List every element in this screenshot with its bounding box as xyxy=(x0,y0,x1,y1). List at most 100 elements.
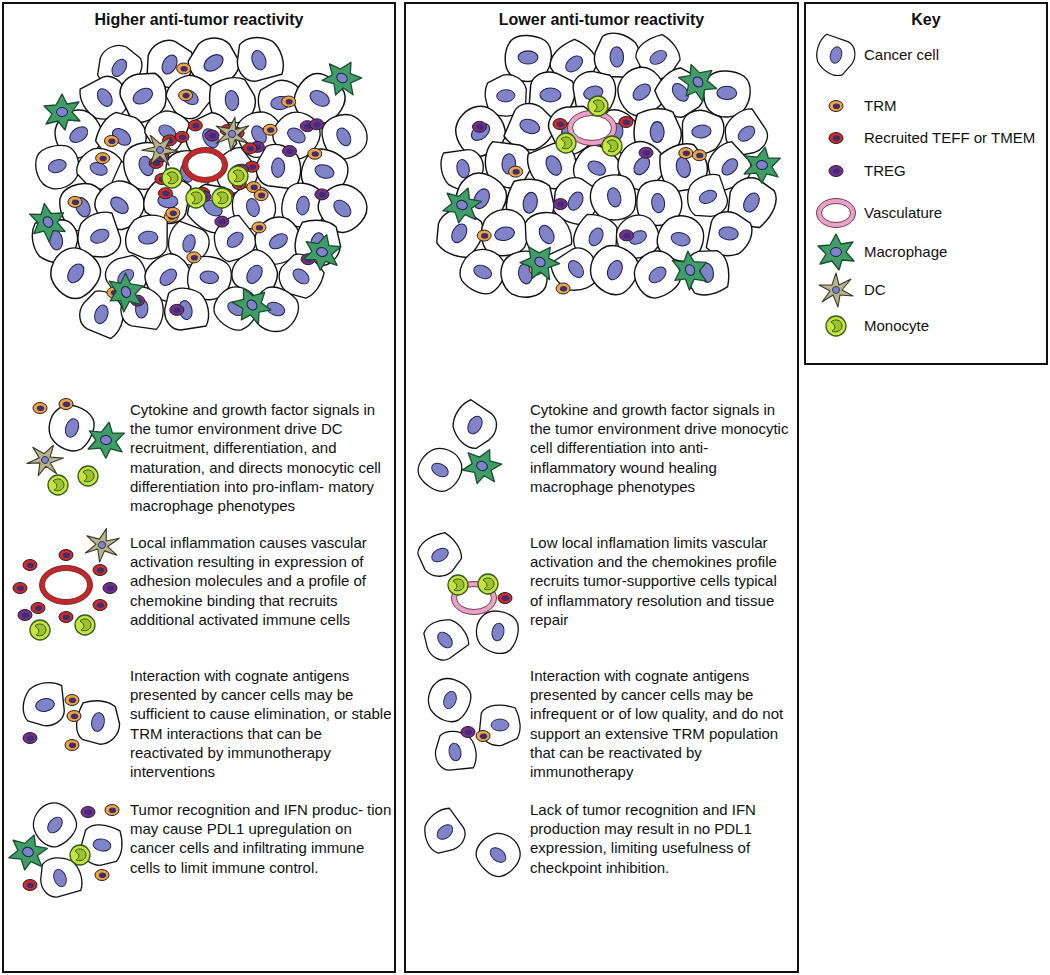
cell-nucleus xyxy=(518,51,538,64)
macrophage-body xyxy=(44,94,80,130)
monocyte-nucleus xyxy=(233,170,244,182)
cell-nucleus xyxy=(471,186,493,211)
t-cell-body xyxy=(215,216,229,227)
cell-nucleus xyxy=(494,225,516,242)
treg-cell xyxy=(215,216,229,227)
macrophage-nucleus xyxy=(756,160,768,171)
effector-t-cell xyxy=(175,131,189,142)
t-cell-nucleus xyxy=(502,596,509,602)
t-cell-nucleus xyxy=(97,603,104,609)
cell-nucleus xyxy=(487,845,508,866)
cancer-cell xyxy=(208,279,265,336)
treg-cell xyxy=(315,189,329,200)
t-cell-body xyxy=(205,130,219,141)
cell-nucleus xyxy=(290,266,312,287)
t-cell-nucleus xyxy=(513,169,520,175)
macrophage-nucleus xyxy=(684,263,697,277)
macrophage xyxy=(85,419,127,461)
trm-cell xyxy=(509,166,523,177)
cell-nucleus xyxy=(468,120,493,144)
cell-nucleus xyxy=(429,460,450,479)
t-cell-nucleus xyxy=(97,568,104,574)
t-cell-nucleus xyxy=(191,255,198,261)
trm-cell xyxy=(254,190,268,201)
cell-nucleus xyxy=(429,545,450,564)
t-cell-nucleus xyxy=(286,149,293,155)
cell-nucleus xyxy=(94,86,115,109)
effector-t-cell xyxy=(829,133,843,144)
cell-nucleus xyxy=(441,690,458,711)
t-cell-body xyxy=(23,733,37,744)
monocyte xyxy=(212,188,232,208)
cell-nucleus xyxy=(496,89,515,102)
trm-cell xyxy=(556,283,570,294)
monocyte-body xyxy=(186,188,206,208)
cell-nucleus xyxy=(465,414,485,437)
cell-nucleus xyxy=(540,88,561,102)
cell-nucleus xyxy=(90,712,106,733)
legend-label: Cancer cell xyxy=(864,46,939,64)
macrophage-nucleus xyxy=(316,246,329,258)
t-cell-nucleus xyxy=(181,66,188,72)
monocyte-body xyxy=(162,168,182,188)
macrophage-nucleus xyxy=(245,298,259,312)
t-cell-nucleus xyxy=(107,586,114,592)
description-text: Interaction with cognate antigens presen… xyxy=(130,666,392,781)
macrophage xyxy=(103,269,149,315)
effector-t-cell xyxy=(619,117,633,128)
monocyte-nucleus xyxy=(593,100,604,112)
cell-nucleus xyxy=(472,263,494,282)
t-cell-body xyxy=(81,807,95,818)
trm-cell xyxy=(187,252,201,263)
treg-cell xyxy=(472,121,486,132)
macrophage-nucleus xyxy=(100,435,112,446)
t-cell-nucleus xyxy=(623,120,630,126)
vessel-wall xyxy=(42,568,90,602)
blood-vessel xyxy=(817,199,856,228)
trm-cell xyxy=(308,148,322,159)
treg-cell xyxy=(310,119,324,130)
vessel-lumen xyxy=(188,153,223,178)
cell-nucleus xyxy=(224,90,240,112)
monocyte xyxy=(48,475,68,495)
macrophage-nucleus xyxy=(455,199,468,211)
monocyte-body xyxy=(228,166,248,186)
macrophage xyxy=(515,237,565,287)
t-cell-nucleus xyxy=(27,736,34,742)
monocyte-nucleus xyxy=(561,137,572,149)
dendritic-cell xyxy=(136,126,184,174)
t-cell-nucleus xyxy=(247,146,254,152)
trm-cell xyxy=(105,805,119,816)
t-cell-body xyxy=(282,96,296,107)
t-cell-nucleus xyxy=(319,192,326,198)
t-cell-body xyxy=(104,135,118,146)
treg-cell xyxy=(170,304,184,315)
cell-nucleus xyxy=(271,158,285,178)
t-cell-body xyxy=(188,120,202,131)
cancer-cell xyxy=(422,673,475,726)
monocyte xyxy=(70,845,90,865)
t-cell-body xyxy=(68,196,82,207)
t-cell-body xyxy=(59,612,73,623)
t-cell-nucleus xyxy=(312,151,319,157)
cell-nucleus xyxy=(331,197,354,220)
t-cell-nucleus xyxy=(833,169,840,175)
t-cell-body xyxy=(18,610,32,621)
t-cell-body xyxy=(509,166,523,177)
cell-nucleus xyxy=(224,229,246,250)
macrophage-body xyxy=(439,182,485,228)
trm-cell xyxy=(104,135,118,146)
description-text: Local inflammation causes vascular activ… xyxy=(130,533,392,629)
effector-t-cell xyxy=(13,583,27,594)
t-cell-nucleus xyxy=(256,225,263,231)
treg-cell xyxy=(23,733,37,744)
trm-cell xyxy=(67,711,81,722)
macrophage xyxy=(741,144,783,186)
t-cell-body xyxy=(461,727,475,738)
monocyte-body xyxy=(588,96,608,116)
macrophage-nucleus xyxy=(120,285,132,298)
treg-cell xyxy=(829,166,843,177)
cell-nucleus xyxy=(536,223,557,246)
monocyte-nucleus xyxy=(831,320,842,332)
t-cell-nucleus xyxy=(251,185,258,191)
